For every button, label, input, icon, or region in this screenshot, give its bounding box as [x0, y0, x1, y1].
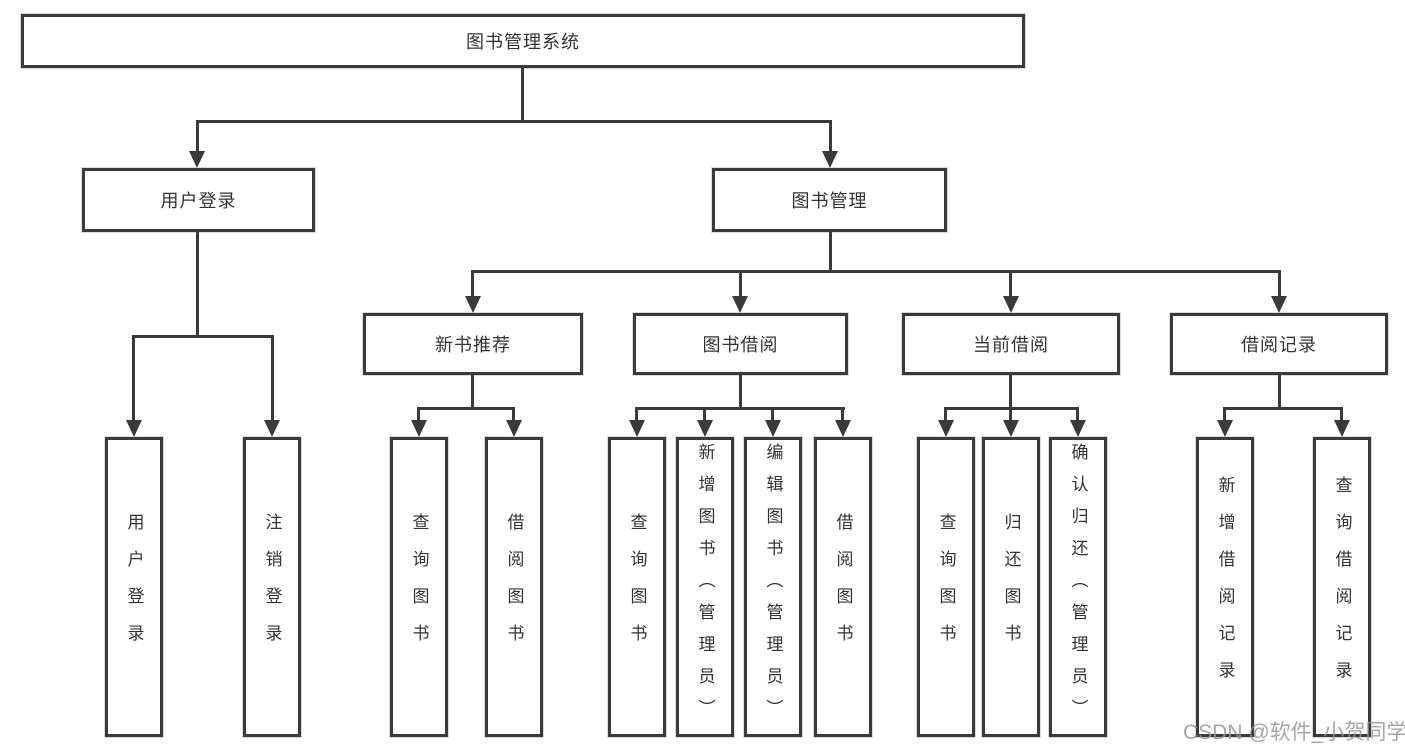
connector-borrow-records-bar: [1223, 407, 1343, 410]
connector-book-borrow-stem: [739, 375, 742, 407]
connector-book-mgmt-stem: [829, 232, 832, 270]
connector-book-mgmt-drop: [829, 120, 832, 153]
arrowhead-leaf: [697, 420, 713, 437]
leaf-confirm-return-admin: 确认归还（管理员）: [1049, 437, 1107, 737]
connector-module-drop: [1009, 270, 1012, 297]
leaf-user-login-label: 用户登录: [124, 513, 144, 661]
connector-book-borrow-bar: [635, 407, 845, 410]
arrowhead-leaf: [411, 420, 427, 437]
connector-leaf-drop: [417, 407, 420, 421]
connector-leaf-drop: [132, 335, 135, 421]
node-root: 图书管理系统: [21, 14, 1025, 68]
node-user-login-label: 用户登录: [160, 191, 237, 211]
connector-user-login-stem: [196, 232, 199, 335]
node-new-books-label: 新书推荐: [435, 335, 511, 355]
leaf-user-login: 用户登录: [105, 437, 163, 737]
arrowhead-leaf: [629, 420, 645, 437]
leaf-query-books-3-label: 查询图书: [936, 513, 956, 661]
leaf-query-books-1-label: 查询图书: [409, 513, 429, 661]
connector-new-books-stem: [471, 375, 474, 407]
node-new-books: 新书推荐: [363, 313, 583, 375]
leaf-add-borrow-record-label: 新增借阅记录: [1215, 476, 1235, 698]
node-root-label: 图书管理系统: [466, 32, 580, 52]
leaf-borrow-books-1: 借阅图书: [485, 437, 543, 737]
arrowhead-leaf: [1003, 420, 1019, 437]
connector-leaf-drop: [771, 407, 774, 421]
leaf-edit-books-admin: 编辑图书（管理员）: [744, 437, 802, 737]
connector-leaf-drop: [1009, 407, 1012, 421]
node-book-mgmt: 图书管理: [712, 168, 947, 232]
arrowhead-leaf: [1217, 420, 1233, 437]
leaf-query-borrow-record: 查询借阅记录: [1313, 437, 1371, 737]
csdn-watermark: CSDN @软件_小贺同学: [1183, 721, 1405, 744]
arrowhead-leaf: [1070, 420, 1086, 437]
leaf-logout: 注销登录: [243, 437, 301, 737]
connector-leaf-drop: [271, 335, 274, 421]
leaf-add-books-admin-label: 新增图书（管理员）: [695, 443, 715, 731]
node-borrow-records: 借阅记录: [1170, 313, 1388, 375]
node-book-borrow-label: 图书借阅: [702, 335, 779, 355]
arrowhead-module: [1271, 296, 1287, 313]
leaf-return-books-label: 归还图书: [1001, 513, 1021, 661]
leaf-confirm-return-admin-label: 确认归还（管理员）: [1068, 443, 1088, 731]
arrowhead-leaf: [264, 420, 280, 437]
leaf-query-books-1: 查询图书: [390, 437, 448, 737]
connector-leaf-drop: [1076, 407, 1079, 421]
node-user-login: 用户登录: [82, 168, 315, 232]
connector-current-borrow-stem: [1009, 375, 1012, 407]
connector-module-drop: [1278, 270, 1281, 297]
connector-user-login-drop: [196, 120, 199, 153]
connector-leaf-drop: [512, 407, 515, 421]
node-book-mgmt-label: 图书管理: [791, 191, 868, 211]
connector-leaf-drop: [1340, 407, 1343, 421]
arrowhead-module: [732, 296, 748, 313]
leaf-query-books-2: 查询图书: [608, 437, 666, 737]
leaf-query-borrow-record-label: 查询借阅记录: [1332, 476, 1352, 698]
connector-leaf-drop: [944, 407, 947, 421]
node-book-borrow: 图书借阅: [633, 313, 848, 375]
arrowhead-book-mgmt: [822, 151, 838, 168]
leaf-query-books-2-label: 查询图书: [627, 513, 647, 661]
leaf-borrow-books-1-label: 借阅图书: [504, 513, 524, 661]
leaf-borrow-books-2: 借阅图书: [814, 437, 872, 737]
connector-leaf-drop: [635, 407, 638, 421]
connector-book-mgmt-bar: [471, 270, 1281, 273]
node-borrow-records-label: 借阅记录: [1241, 335, 1317, 355]
connector-user-login-bar: [132, 335, 274, 338]
connector-module-drop: [739, 270, 742, 297]
arrowhead-leaf: [765, 420, 781, 437]
connector-leaf-drop: [703, 407, 706, 421]
leaf-add-books-admin: 新增图书（管理员）: [676, 437, 734, 737]
connector-new-books-bar: [417, 407, 515, 410]
arrowhead-leaf: [126, 420, 142, 437]
arrowhead-leaf: [1334, 420, 1350, 437]
leaf-query-books-3: 查询图书: [917, 437, 975, 737]
node-current-borrow: 当前借阅: [902, 313, 1120, 375]
connector-root-stem: [521, 68, 524, 120]
node-current-borrow-label: 当前借阅: [973, 335, 1049, 355]
arrowhead-user-login: [189, 151, 205, 168]
arrowhead-leaf: [938, 420, 954, 437]
arrowhead-leaf: [506, 420, 522, 437]
connector-leaf-drop: [1223, 407, 1226, 421]
arrowhead-module: [1003, 296, 1019, 313]
arrowhead-module: [465, 296, 481, 313]
leaf-logout-label: 注销登录: [262, 513, 282, 661]
leaf-edit-books-admin-label: 编辑图书（管理员）: [763, 443, 783, 731]
connector-borrow-records-stem: [1278, 375, 1281, 407]
leaf-return-books: 归还图书: [982, 437, 1040, 737]
connector-root-bar: [196, 120, 832, 123]
leaf-add-borrow-record: 新增借阅记录: [1196, 437, 1254, 737]
arrowhead-leaf: [835, 420, 851, 437]
connector-leaf-drop: [841, 407, 844, 421]
connector-module-drop: [471, 270, 474, 297]
leaf-borrow-books-2-label: 借阅图书: [833, 513, 853, 661]
